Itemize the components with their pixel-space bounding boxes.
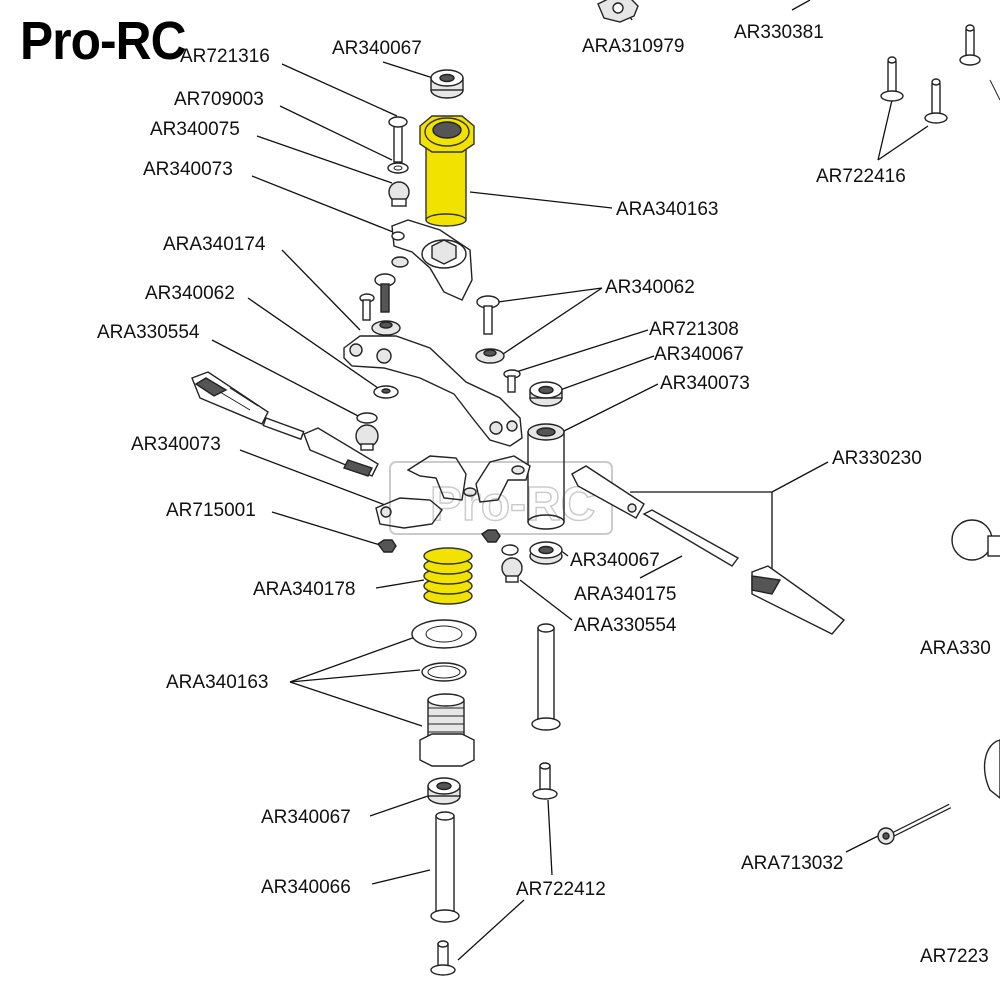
label-ar340067-bottom: AR340067 <box>261 807 351 828</box>
bushing-part <box>427 777 461 805</box>
ball-stud-part <box>501 544 523 583</box>
housing-part-cut <box>983 739 1000 799</box>
label-ar340073-top: AR340073 <box>143 159 233 180</box>
screw-part <box>388 116 408 163</box>
ball-stud-part <box>355 412 379 451</box>
label-ara330554-left: ARA330554 <box>97 322 200 343</box>
label-ar330230: AR330230 <box>832 448 922 469</box>
label-ar340067-top: AR340067 <box>332 38 422 59</box>
nut-part <box>376 529 501 553</box>
screw-part <box>880 24 1000 124</box>
label-ara713032: ARA713032 <box>741 853 843 874</box>
label-ar722416: AR722416 <box>816 166 906 187</box>
center-post <box>527 423 565 530</box>
label-ar340073-left: AR340073 <box>131 434 221 455</box>
label-ara310979: ARA310979 <box>582 36 684 57</box>
bushing-part <box>529 381 563 407</box>
label-ar340073-right: AR340073 <box>660 373 750 394</box>
screw-part <box>359 273 500 335</box>
pin-part <box>877 803 952 845</box>
label-ar340067-low: AR340067 <box>570 550 660 571</box>
shaft-part <box>430 811 460 923</box>
leader-lines <box>211 0 929 961</box>
label-ara340163-low: ARA340163 <box>166 672 268 693</box>
horn-part <box>391 219 473 301</box>
label-ar340075: AR340075 <box>150 119 240 140</box>
label-ar721308: AR721308 <box>649 319 739 340</box>
label-ar340067-mid: AR340067 <box>654 344 744 365</box>
label-ar715001: AR715001 <box>166 500 256 521</box>
label-ar721316: AR721316 <box>180 46 270 67</box>
part-labels: AR721316 AR340067 ARA310979 AR330381 AR7… <box>97 22 991 967</box>
bellcrank-plate <box>343 335 523 447</box>
screw-part <box>430 940 456 976</box>
label-ara340178: ARA340178 <box>253 579 355 600</box>
label-ara340175: ARA340175 <box>574 584 676 605</box>
o-ring-part <box>421 662 467 682</box>
watermark-logo: Pro-RC <box>389 461 613 535</box>
tie-rod-right <box>571 465 846 635</box>
ball-part-cut <box>951 519 1000 561</box>
post-part-highlighted <box>419 115 475 227</box>
bushing-part <box>430 69 464 99</box>
label-ar340062-left: AR340062 <box>145 283 235 304</box>
gear-part <box>597 0 639 23</box>
label-ara340163-top: ARA340163 <box>616 199 718 220</box>
label-ar722412: AR722412 <box>516 879 606 900</box>
washer-part <box>411 619 477 649</box>
ball-part <box>388 181 410 207</box>
bushing-part <box>371 320 505 364</box>
bushing-part <box>529 541 563 565</box>
label-ar7223-cut: AR7223 <box>920 946 989 967</box>
screw-part <box>532 762 558 800</box>
label-ar340066: AR340066 <box>261 877 351 898</box>
brand-logo: Pro-RC <box>20 11 187 71</box>
spring-part-highlighted <box>423 547 473 605</box>
label-ara330-cut: ARA330 <box>920 638 991 659</box>
label-ara340174: ARA340174 <box>163 234 266 255</box>
label-ar709003: AR709003 <box>174 89 264 110</box>
saver-halves <box>375 455 531 529</box>
threaded-collar-part <box>419 693 475 767</box>
washer-part <box>387 162 409 174</box>
label-ara330554-low: ARA330554 <box>574 615 677 636</box>
screw-part <box>503 369 521 393</box>
washer-part <box>373 385 399 399</box>
tie-rod-left <box>191 371 379 477</box>
svg-text:Pro-RC: Pro-RC <box>430 478 595 531</box>
shaft-part <box>531 623 561 731</box>
label-ar330381: AR330381 <box>734 22 824 43</box>
label-ar340062-right: AR340062 <box>605 277 695 298</box>
